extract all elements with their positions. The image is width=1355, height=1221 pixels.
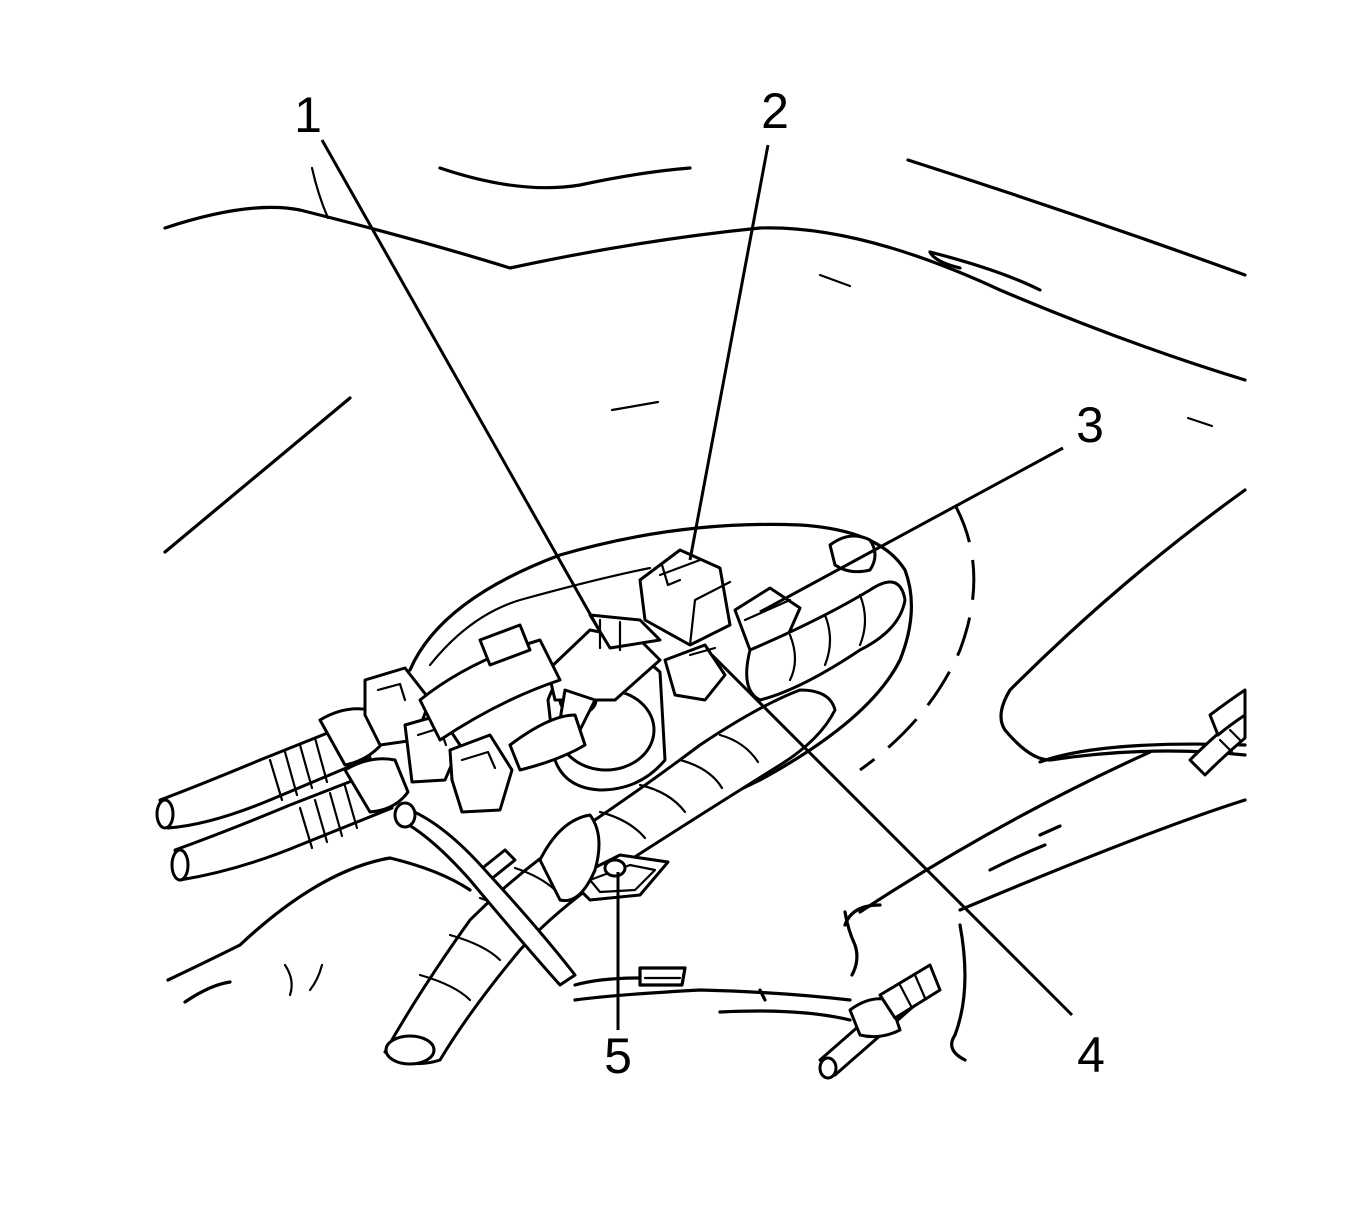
electrical-connector [638, 548, 732, 702]
callout-1: 1 [294, 87, 322, 143]
leader-line-3 [759, 446, 1064, 614]
leader-line-2 [688, 144, 770, 561]
fuel-lines-left [155, 623, 587, 882]
leader-line-1 [320, 139, 600, 629]
vehicle-body-outline [163, 158, 1247, 1062]
wiring-harness-conduit [383, 688, 837, 1066]
callout-4: 4 [1077, 1027, 1105, 1083]
tank-opening-ring [408, 504, 976, 832]
lower-pipe [393, 801, 577, 987]
fuel-lines-right [818, 688, 1247, 1080]
leader-lines [320, 139, 1074, 1030]
leader-line-4 [710, 653, 1074, 1017]
fuel-module-body [546, 613, 667, 792]
fuel-feed-connector [733, 534, 907, 702]
callout-3: 3 [1076, 397, 1104, 453]
callout-5: 5 [604, 1028, 632, 1084]
callouts: 1 2 3 4 5 [294, 83, 1105, 1084]
callout-2: 2 [761, 83, 789, 139]
